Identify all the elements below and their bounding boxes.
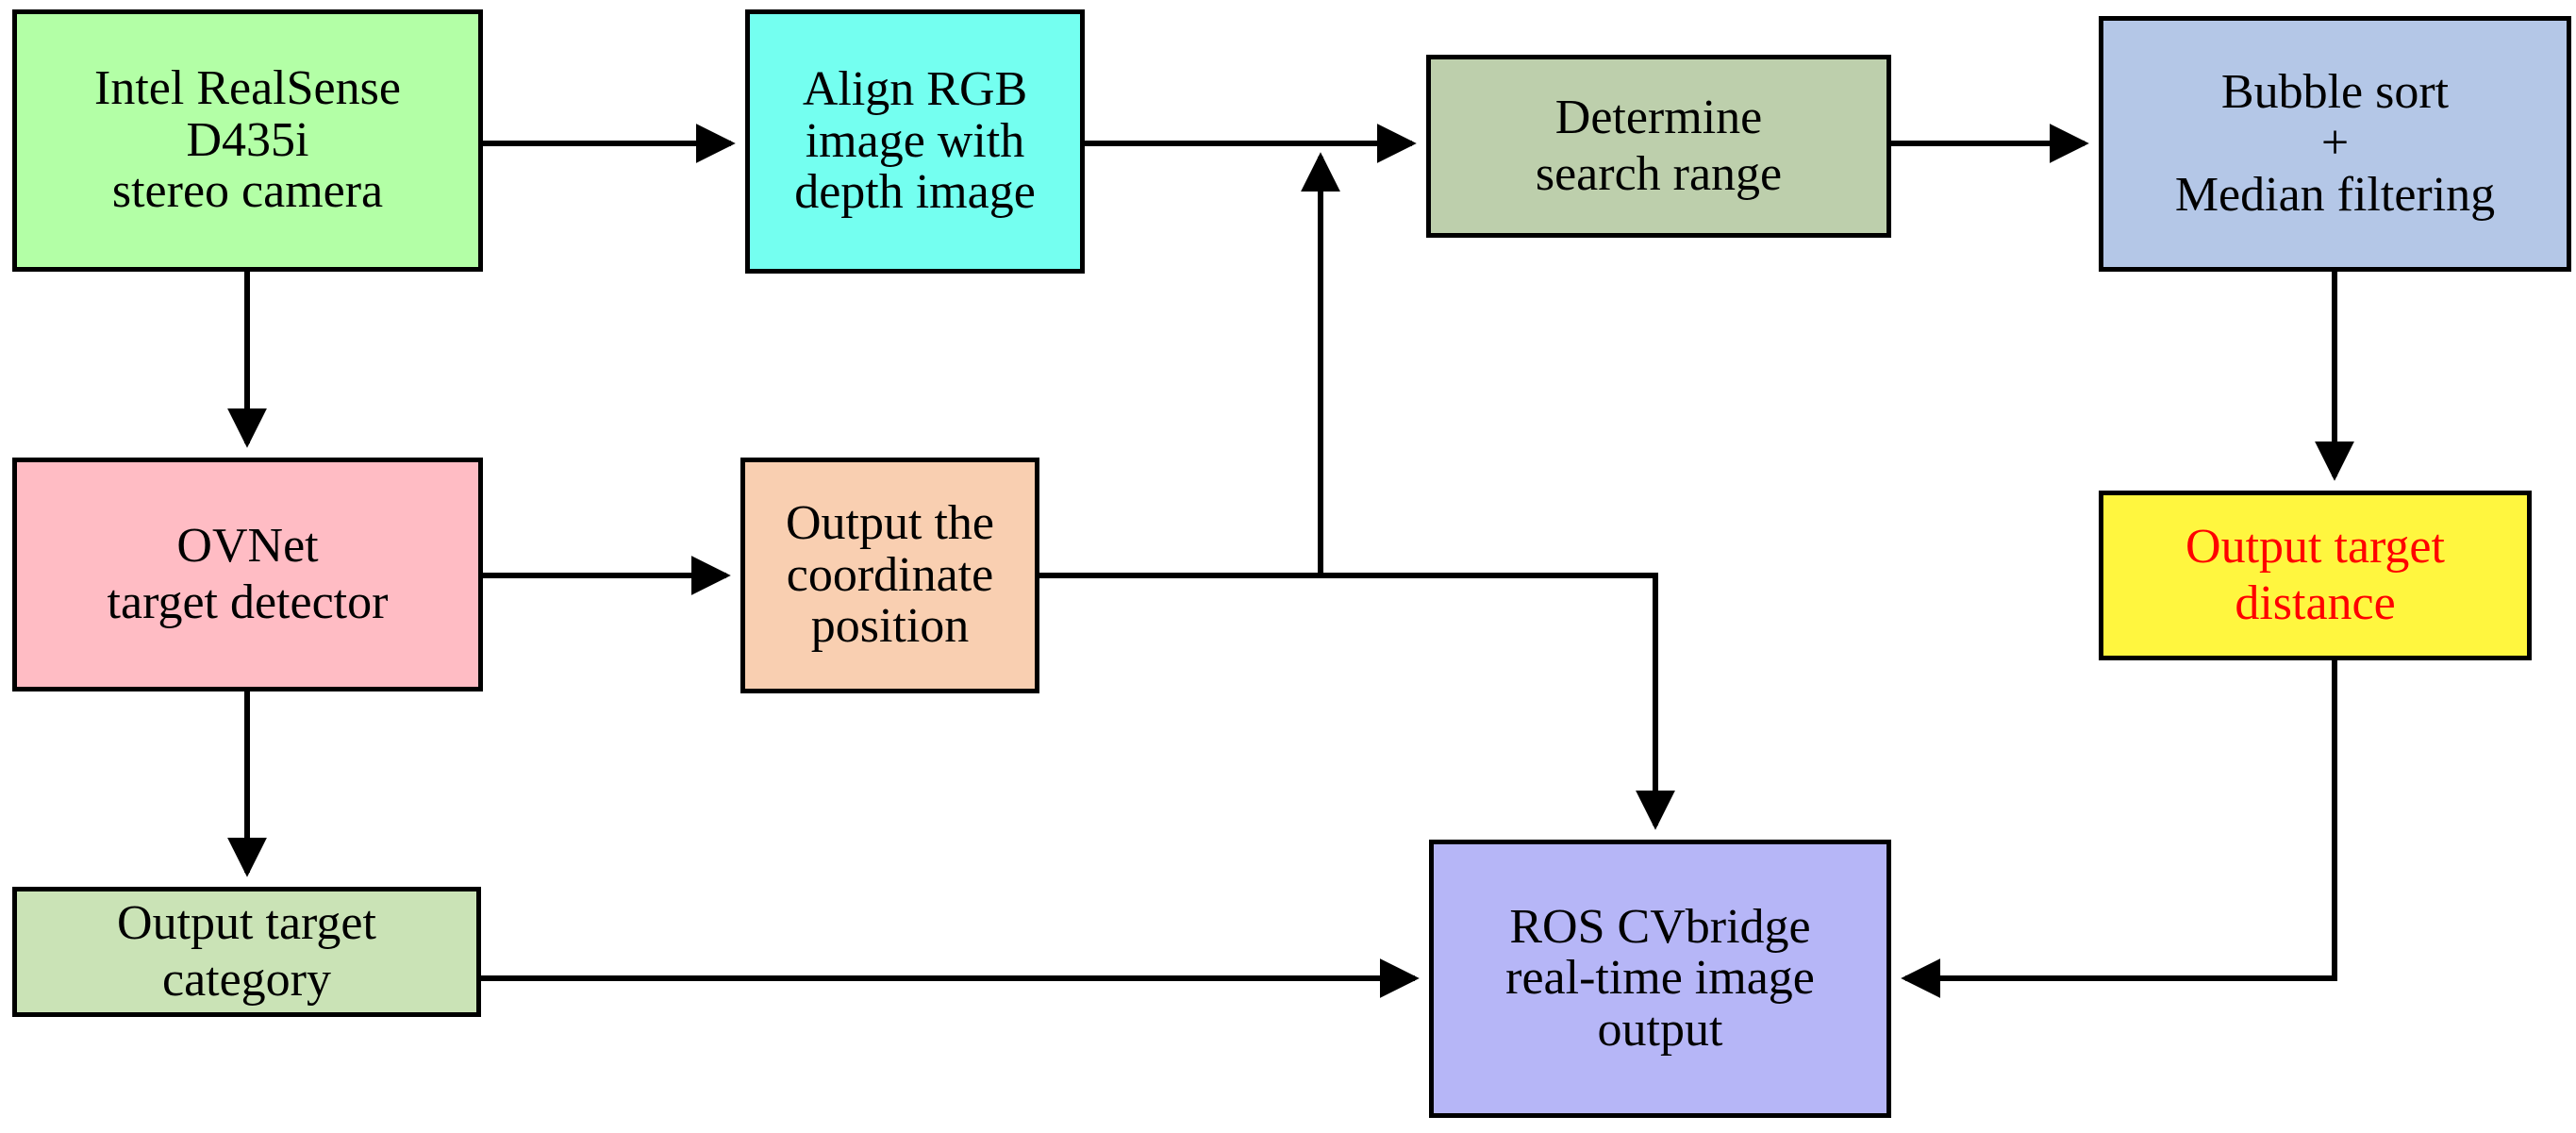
edge-coordinate-to-cvbridge xyxy=(1321,573,1675,830)
node-label-line: real-time image xyxy=(1505,951,1815,1006)
node-label-line: distance xyxy=(2235,576,2396,630)
bubble-sort-median-filter-node: Bubble sort+Median filtering xyxy=(2099,16,2571,272)
node-label-line: Bubble sort xyxy=(2220,64,2450,119)
node-label-line: ROS CVbridge xyxy=(1509,899,1811,954)
node-label-line: category xyxy=(161,953,331,1007)
node-label-line: Output target xyxy=(117,895,376,950)
node-label-line: D435i xyxy=(186,112,309,167)
edge-distance-to-cvbridge xyxy=(1901,660,2337,998)
node-label-line: depth image xyxy=(794,165,1036,220)
node-label-line: Align RGB xyxy=(802,62,1028,117)
node-label-line: Output target xyxy=(2185,519,2445,574)
node-label-line: stereo camera xyxy=(111,164,384,219)
node-label-line: Output the xyxy=(786,496,994,551)
node-label-line: Intel RealSense xyxy=(94,61,401,116)
node-label-line: position xyxy=(810,599,970,654)
node-label-line: search range xyxy=(1535,147,1783,201)
node-label-line: coordinate xyxy=(786,547,994,602)
node-label-line: target detector xyxy=(107,575,389,629)
node-label-line: image with xyxy=(805,113,1025,168)
node-label-line: Median filtering xyxy=(2174,167,2496,222)
node-label-line: output xyxy=(1597,1002,1723,1057)
node-label-line: OVNet xyxy=(176,518,319,573)
node-label-line: + xyxy=(2320,116,2350,171)
node-label-line: Determine xyxy=(1554,90,1763,144)
